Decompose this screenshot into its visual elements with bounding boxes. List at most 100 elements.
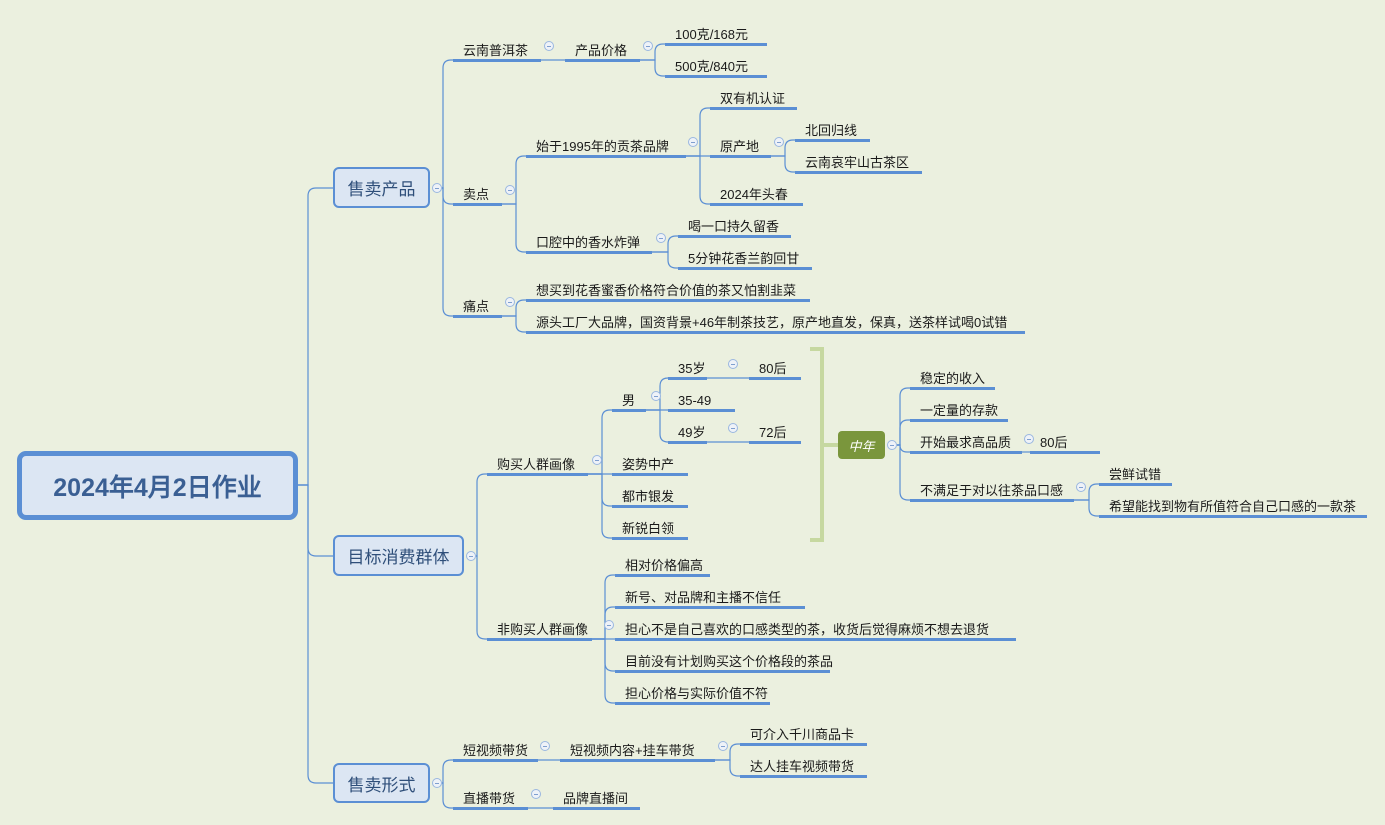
node-pain-points[interactable]: 痛点 xyxy=(453,298,502,318)
node-unsatisfied-taste[interactable]: 不满足于对以往茶品口感 xyxy=(910,482,1074,502)
node-reason-2[interactable]: 新号、对品牌和主播不信任 xyxy=(615,589,805,609)
node-age-49[interactable]: 49岁 xyxy=(668,424,707,444)
node-non-buyer-persona[interactable]: 非购买人群画像 xyxy=(487,621,592,641)
node-white-collar[interactable]: 新锐白领 xyxy=(612,520,688,540)
connector xyxy=(476,473,487,557)
connector xyxy=(592,638,615,672)
connector xyxy=(502,315,526,333)
connector xyxy=(640,59,665,77)
node-short-video-mode[interactable]: 短视频内容+挂车带货 xyxy=(560,742,715,762)
summary-middle-age[interactable]: 中年 xyxy=(838,431,885,459)
topic-target-consumers[interactable]: 目标消费群体 xyxy=(333,535,464,576)
connector xyxy=(592,574,615,640)
connector xyxy=(1074,483,1099,501)
node-live[interactable]: 直播带货 xyxy=(453,790,528,810)
collapse-toggle-icon[interactable] xyxy=(728,359,738,369)
node-savings[interactable]: 一定量的存款 xyxy=(910,402,1008,422)
connector xyxy=(897,387,910,446)
collapse-toggle-icon[interactable] xyxy=(643,41,653,51)
collapse-toggle-icon[interactable] xyxy=(656,233,666,243)
collapse-toggle-icon[interactable] xyxy=(1024,434,1034,444)
collapse-toggle-icon[interactable] xyxy=(505,185,515,195)
node-price[interactable]: 产品价格 xyxy=(565,42,640,62)
connector xyxy=(592,638,615,704)
connector xyxy=(588,409,612,475)
connector xyxy=(715,743,740,761)
node-stable-income[interactable]: 稳定的收入 xyxy=(910,370,995,390)
connector xyxy=(897,419,910,446)
node-tribute-brand[interactable]: 始于1995年的贡茶品牌 xyxy=(526,138,686,158)
connector xyxy=(646,409,669,443)
topic-sales-channel[interactable]: 售卖形式 xyxy=(333,763,430,803)
node-ailao-mountain[interactable]: 云南哀牢山古茶区 xyxy=(795,154,922,174)
node-influencer[interactable]: 达人挂车视频带货 xyxy=(740,758,867,778)
node-middle-class[interactable]: 姿势中产 xyxy=(612,456,688,476)
node-reason-1[interactable]: 相对价格偏高 xyxy=(615,557,710,577)
node-perfume-bomb[interactable]: 口腔中的香水炸弹 xyxy=(526,234,652,254)
connector xyxy=(442,187,453,205)
node-quality[interactable]: 开始最求高品质 xyxy=(910,434,1022,454)
node-reason-4[interactable]: 目前没有计划购买这个价格段的茶品 xyxy=(615,653,833,673)
connector xyxy=(502,203,526,253)
connector xyxy=(442,187,453,317)
node-organic-cert[interactable]: 双有机认证 xyxy=(710,90,797,110)
connector xyxy=(298,484,333,784)
topic-selling-product[interactable]: 售卖产品 xyxy=(333,167,430,208)
collapse-toggle-icon[interactable] xyxy=(505,297,515,307)
collapse-toggle-icon[interactable] xyxy=(531,789,541,799)
collapse-toggle-icon[interactable] xyxy=(728,423,738,433)
collapse-toggle-icon[interactable] xyxy=(540,741,550,751)
node-tropic[interactable]: 北回归线 xyxy=(795,122,870,142)
collapse-toggle-icon[interactable] xyxy=(887,440,897,450)
connector xyxy=(652,235,678,253)
collapse-toggle-icon[interactable] xyxy=(544,41,554,51)
node-pain-1[interactable]: 想买到花香蜜香价格符合价值的茶又怕割韭菜 xyxy=(526,282,810,302)
node-try-new[interactable]: 尝鲜试错 xyxy=(1099,466,1172,486)
node-short-video[interactable]: 短视频带货 xyxy=(453,742,538,762)
node-yunnan-puer[interactable]: 云南普洱茶 xyxy=(453,42,541,62)
collapse-toggle-icon[interactable] xyxy=(432,778,442,788)
collapse-toggle-icon[interactable] xyxy=(592,455,602,465)
node-price-500g[interactable]: 500克/840元 xyxy=(665,58,767,78)
collapse-toggle-icon[interactable] xyxy=(718,741,728,751)
connector xyxy=(476,555,487,640)
root-topic[interactable]: 2024年4月2日作业 xyxy=(17,451,298,520)
node-quality-80s[interactable]: 80后 xyxy=(1030,434,1100,454)
node-gen-72[interactable]: 72后 xyxy=(749,424,801,444)
node-spring-2024[interactable]: 2024年头春 xyxy=(710,186,803,206)
connector xyxy=(646,377,669,411)
node-reason-5[interactable]: 担心价格与实际价值不符 xyxy=(615,685,770,705)
connector xyxy=(686,107,710,157)
node-origin[interactable]: 原产地 xyxy=(710,138,771,158)
connector xyxy=(686,155,710,205)
collapse-toggle-icon[interactable] xyxy=(466,551,476,561)
node-pain-2[interactable]: 源头工厂大品牌，国资背景+46年制茶技艺，原产地直发，保真，送茶样试喝0试错 xyxy=(526,314,1025,334)
collapse-toggle-icon[interactable] xyxy=(604,620,614,630)
node-reason-3[interactable]: 担心不是自己喜欢的口感类型的茶，收货后觉得麻烦不想去退货 xyxy=(615,621,1016,641)
node-age-35[interactable]: 35岁 xyxy=(668,360,707,380)
node-urban-silver[interactable]: 都市银发 xyxy=(612,488,688,508)
node-buyer-persona[interactable]: 购买人群画像 xyxy=(487,456,588,476)
node-find-tea[interactable]: 希望能找到物有所值符合自己口感的一款茶 xyxy=(1099,498,1367,518)
collapse-toggle-icon[interactable] xyxy=(1076,482,1086,492)
connector xyxy=(442,759,453,784)
connector xyxy=(588,473,612,539)
node-lasting-aroma[interactable]: 喝一口持久留香 xyxy=(678,218,791,238)
connector xyxy=(298,187,333,486)
node-qianchuan[interactable]: 可介入千川商品卡 xyxy=(740,726,867,746)
node-age-35-49[interactable]: 35-49 xyxy=(668,392,735,412)
node-selling-points[interactable]: 卖点 xyxy=(453,186,502,206)
connector xyxy=(592,606,615,640)
collapse-toggle-icon[interactable] xyxy=(651,391,661,401)
node-orchid-aftertaste[interactable]: 5分钟花香兰韵回甘 xyxy=(678,250,812,270)
node-price-100g[interactable]: 100克/168元 xyxy=(665,26,767,46)
node-brand-live-room[interactable]: 品牌直播间 xyxy=(553,790,640,810)
collapse-toggle-icon[interactable] xyxy=(432,183,442,193)
connector xyxy=(502,155,526,205)
collapse-toggle-icon[interactable] xyxy=(688,137,698,147)
node-male[interactable]: 男 xyxy=(612,392,646,412)
connector xyxy=(442,59,453,189)
collapse-toggle-icon[interactable] xyxy=(774,137,784,147)
node-gen-80s[interactable]: 80后 xyxy=(749,360,801,380)
